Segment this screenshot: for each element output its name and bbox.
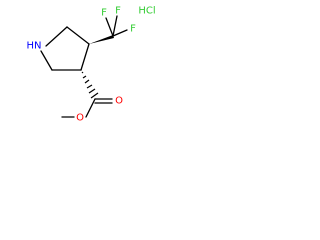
hash-bond-ester bbox=[81, 71, 99, 99]
bond-n-c2 bbox=[45, 26, 68, 47]
atom-nh: HN bbox=[27, 41, 42, 52]
bond-c3-c4 bbox=[80, 43, 90, 71]
atom-f-left: F bbox=[101, 8, 107, 19]
atom-hcl: HCl bbox=[138, 6, 155, 17]
atom-f-top: F bbox=[115, 6, 121, 17]
atom-o-ester: O bbox=[76, 113, 84, 124]
bond-cf3-f-right bbox=[112, 29, 128, 37]
atom-o-carbonyl: O bbox=[115, 96, 123, 107]
wedge-bond-cf3 bbox=[89, 35, 114, 44]
bonds bbox=[40, 15, 128, 118]
bond-c2-c3 bbox=[66, 26, 90, 45]
bond-cf3-f-left bbox=[105, 17, 114, 37]
atom-labels: HN F F F O O HCl bbox=[27, 6, 156, 124]
stereo-bonds bbox=[81, 35, 114, 99]
bond-c5-n bbox=[40, 50, 53, 71]
atom-f-right: F bbox=[130, 24, 136, 35]
bond-c4-carbonyl bbox=[85, 98, 96, 118]
bond-cf3-f-top bbox=[112, 15, 118, 37]
structure-diagram: .bond { stroke: #000000; stroke-width: 1… bbox=[27, 6, 156, 124]
